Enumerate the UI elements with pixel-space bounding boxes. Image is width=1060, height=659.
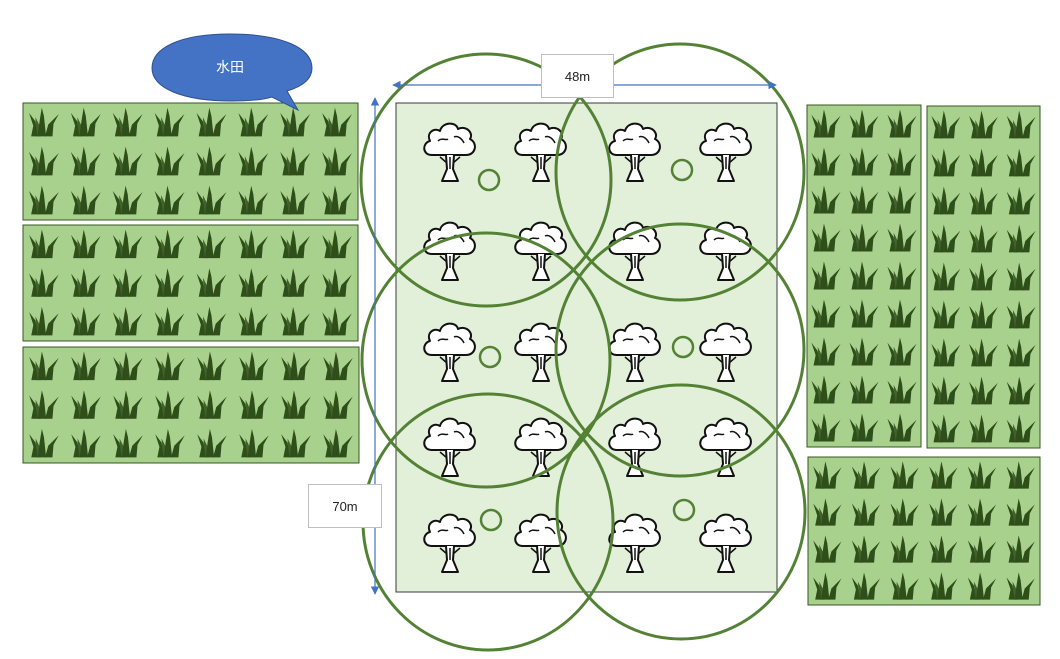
callout-bubble [151, 33, 313, 112]
paddy-callout [151, 33, 313, 112]
coverage-circle [554, 222, 806, 478]
coverage-circle [554, 42, 806, 302]
coverage-circle [359, 52, 613, 308]
coverage-circle [555, 383, 807, 641]
paddy-field [807, 456, 1041, 606]
sprinkler-head-icon [670, 158, 694, 182]
paddy-field [22, 224, 359, 342]
sprinkler-head-icon [477, 168, 501, 192]
sprinkler-head-icon [478, 345, 502, 369]
orchard [395, 102, 778, 593]
sprinkler-head-icon [672, 498, 696, 522]
rice-paddies [22, 102, 1041, 606]
callout-label: 水田 [216, 59, 244, 75]
coverage-circle [360, 231, 612, 489]
sprinkler-head-icon [479, 508, 503, 532]
sprinkler-coverage [359, 42, 807, 652]
width-label: 48m [541, 54, 614, 98]
paddy-field [22, 346, 360, 464]
paddy-field [22, 102, 359, 221]
sprinkler-head-icon [671, 335, 695, 359]
height-label: 70m [308, 484, 382, 528]
